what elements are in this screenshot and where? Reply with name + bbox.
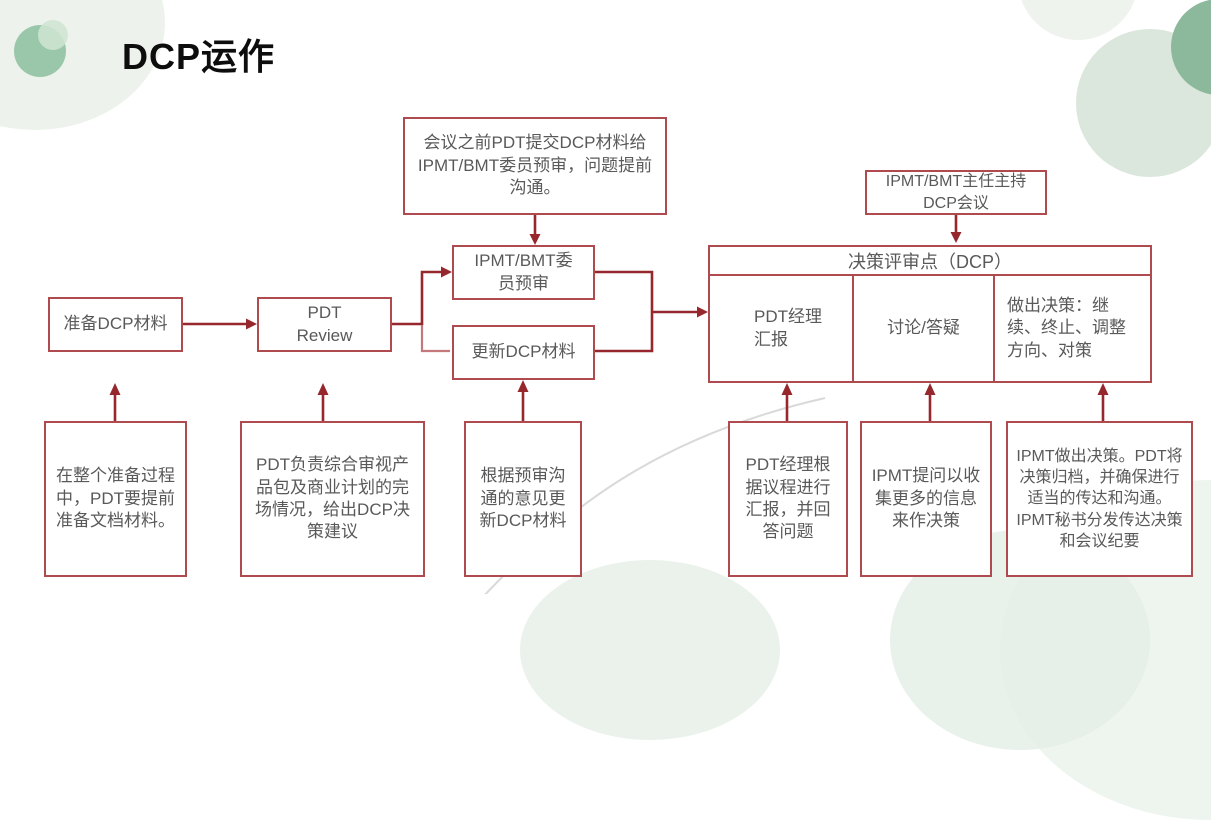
dcp-col-discussion-label: 讨论/答疑 <box>887 318 960 338</box>
node-prepare-label: 准备DCP材料 <box>63 314 168 334</box>
dcp-col-decision: 做出决策：继续、终止、调整方向、对策 <box>995 276 1150 381</box>
arrow-review-to-preview <box>392 270 443 326</box>
dcp-col-discussion: 讨论/答疑 <box>852 276 995 381</box>
dcp-columns: PDT经理 汇报 讨论/答疑 做出决策：继续、终止、调整方向、对策 <box>710 276 1150 381</box>
node-pre-meeting-note-label: 会议之前PDT提交DCP材料给IPMT/BMT委员预审，问题提前沟通。 <box>417 133 653 198</box>
node-pdt-review: PDT Review <box>257 297 392 352</box>
note-ipmt-decision-label: IPMT做出决策。PDT将决策归档，并确保进行适当的传达和沟通。IPMT秘书分发… <box>1016 448 1183 550</box>
node-pdt-review-label: PDT Review <box>296 303 353 345</box>
line-review-to-update <box>420 325 450 353</box>
note-preparation-label: 在整个准备过程中，PDT要提前准备文档材料。 <box>56 466 175 531</box>
decor-circle-light <box>38 20 68 50</box>
node-committee-preview: IPMT/BMT委 员预审 <box>452 245 595 300</box>
node-prepare-dcp-material: 准备DCP材料 <box>48 297 183 352</box>
page-title: DCP运作 <box>122 36 276 77</box>
note-pdt-responsibility-label: PDT负责综合审视产品包及商业计划的完场情况，给出DCP决策建议 <box>255 455 410 542</box>
node-pre-meeting-note: 会议之前PDT提交DCP材料给IPMT/BMT委员预审，问题提前沟通。 <box>403 117 667 215</box>
dcp-header: 决策评审点（DCP） <box>710 247 1150 276</box>
node-dcp-review-point: 决策评审点（DCP） PDT经理 汇报 讨论/答疑 做出决策：继续、终止、调整方… <box>708 245 1152 383</box>
decor-swoosh-bottom-left <box>520 560 780 740</box>
dcp-col-decision-label: 做出决策：继续、终止、调整方向、对策 <box>1007 296 1126 360</box>
node-update-material: 更新DCP材料 <box>452 325 595 380</box>
node-chair-label: IPMT/BMT主任主持 DCP会议 <box>885 173 1027 212</box>
note-preparation: 在整个准备过程中，PDT要提前准备文档材料。 <box>44 421 187 577</box>
node-chair: IPMT/BMT主任主持 DCP会议 <box>865 170 1047 215</box>
line-merge <box>595 270 654 353</box>
note-ipmt-questions-label: IPMT提问以收集更多的信息来作决策 <box>871 466 981 531</box>
note-update-by-feedback: 根据预审沟通的意见更新DCP材料 <box>464 421 582 577</box>
note-pdt-responsibility: PDT负责综合审视产品包及商业计划的完场情况，给出DCP决策建议 <box>240 421 425 577</box>
note-manager-report-label: PDT经理根据议程进行汇报，并回答问题 <box>745 455 831 542</box>
note-update-by-feedback-label: 根据预审沟通的意见更新DCP材料 <box>479 466 567 531</box>
note-ipmt-questions: IPMT提问以收集更多的信息来作决策 <box>860 421 992 577</box>
note-manager-report: PDT经理根据议程进行汇报，并回答问题 <box>728 421 848 577</box>
node-committee-preview-label: IPMT/BMT委 员预审 <box>474 251 573 293</box>
dcp-col-pdt-report: PDT经理 汇报 <box>710 276 852 381</box>
dcp-col-pdt-report-label: PDT经理 汇报 <box>754 307 822 349</box>
node-update-material-label: 更新DCP材料 <box>471 342 576 362</box>
note-ipmt-decision: IPMT做出决策。PDT将决策归档，并确保进行适当的传达和沟通。IPMT秘书分发… <box>1006 421 1193 577</box>
